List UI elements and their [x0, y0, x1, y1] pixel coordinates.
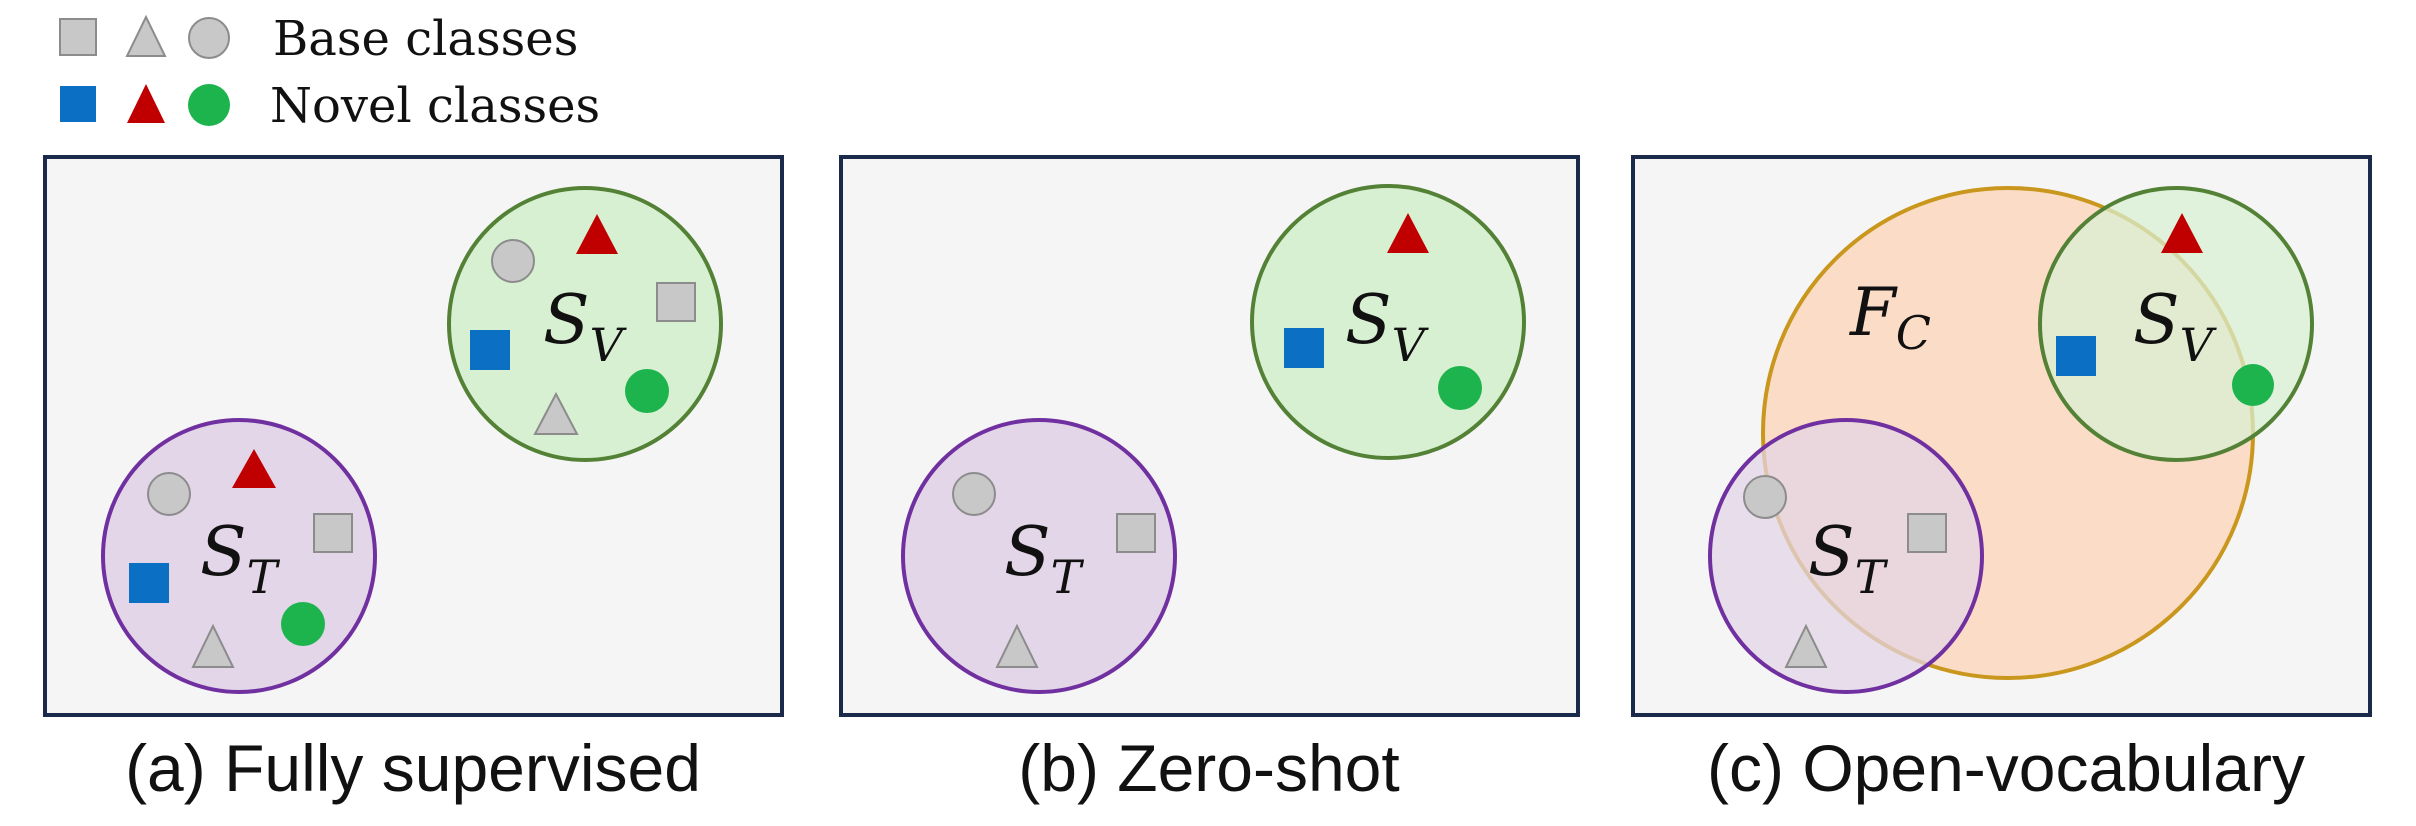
legend-base-label: Base classes — [273, 11, 578, 67]
panel-c-F-C-label: FC — [1849, 274, 1931, 360]
panel-a-caption: (a) Fully supervised — [125, 731, 701, 805]
panel-a-S-T-main: S — [200, 513, 247, 592]
base-triangle-icon — [533, 391, 579, 435]
panel-c-S-V-sub: V — [2180, 318, 2218, 372]
panel-a-S-V-label: SV — [543, 281, 628, 372]
panel-b-S-T-sub: T — [1051, 550, 1085, 604]
panel-b-S-V-sub: V — [1392, 318, 1430, 372]
panel-a-S-T-label: ST — [200, 513, 281, 604]
panel-c-S-V-main: S — [2133, 281, 2180, 360]
base-triangle-icon — [1784, 623, 1828, 668]
novel-square-icon — [1284, 328, 1324, 368]
base-square-icon — [1907, 513, 1947, 553]
novel-triangle-icon — [232, 449, 276, 488]
legend-base-square-icon — [59, 18, 97, 56]
panel-c-S-V-label: SV — [2133, 281, 2218, 372]
base-circle-icon — [147, 472, 191, 516]
novel-square-icon — [2056, 336, 2096, 376]
base-circle-icon — [491, 239, 535, 283]
panel-fully-supervised: ST SV (a) Fully supervised — [43, 155, 784, 805]
panel-zero-shot: ST SV (b) Zero-shot — [839, 155, 1580, 805]
panel-b-S-V-label: SV — [1345, 281, 1430, 372]
legend: Base classes Novel classes — [59, 11, 600, 134]
legend-novel-circle-icon — [188, 84, 230, 126]
base-square-icon — [656, 282, 696, 322]
legend-novel-triangle-icon — [127, 84, 165, 123]
panel-c-S-T-sub: T — [1855, 550, 1889, 604]
legend-base-triangle-icon — [125, 14, 167, 57]
panel-b-S-T-main: S — [1004, 513, 1051, 592]
panel-open-vocabulary: FC ST SV (c) Open-vocabulary — [1631, 155, 2372, 805]
legend-novel-square-icon — [60, 86, 96, 122]
panel-b-S-V-main: S — [1345, 281, 1392, 360]
base-square-icon — [313, 513, 353, 553]
panel-a-S-T-sub: T — [247, 550, 281, 604]
panel-c-caption: (c) Open-vocabulary — [1707, 731, 2305, 805]
panel-b-caption: (b) Zero-shot — [1018, 731, 1399, 805]
base-triangle-icon — [191, 623, 235, 668]
panel-c-S-T-main: S — [1808, 513, 1855, 592]
novel-circle-icon — [625, 369, 669, 413]
panel-a-S-V-sub: V — [590, 318, 628, 372]
base-triangle-icon — [995, 623, 1039, 668]
panel-a-S-V-main: S — [543, 281, 590, 360]
novel-square-icon — [129, 563, 169, 603]
panel-c-F-C-main: F — [1849, 274, 1898, 351]
panel-c-F-C-sub: C — [1896, 306, 1931, 360]
panel-c-S-T-label: ST — [1808, 513, 1889, 604]
base-circle-icon — [1743, 475, 1787, 519]
base-square-icon — [1116, 513, 1156, 553]
novel-triangle-icon — [2161, 213, 2203, 253]
legend-novel-label: Novel classes — [270, 78, 600, 134]
novel-circle-icon — [281, 602, 325, 646]
base-circle-icon — [952, 472, 996, 516]
legend-base-circle-icon — [188, 17, 230, 59]
novel-triangle-icon — [1387, 213, 1429, 253]
novel-circle-icon — [1438, 366, 1482, 410]
novel-circle-icon — [2232, 364, 2274, 406]
panel-b-S-T-label: ST — [1004, 513, 1085, 604]
novel-triangle-icon — [576, 214, 618, 254]
novel-square-icon — [470, 330, 510, 370]
